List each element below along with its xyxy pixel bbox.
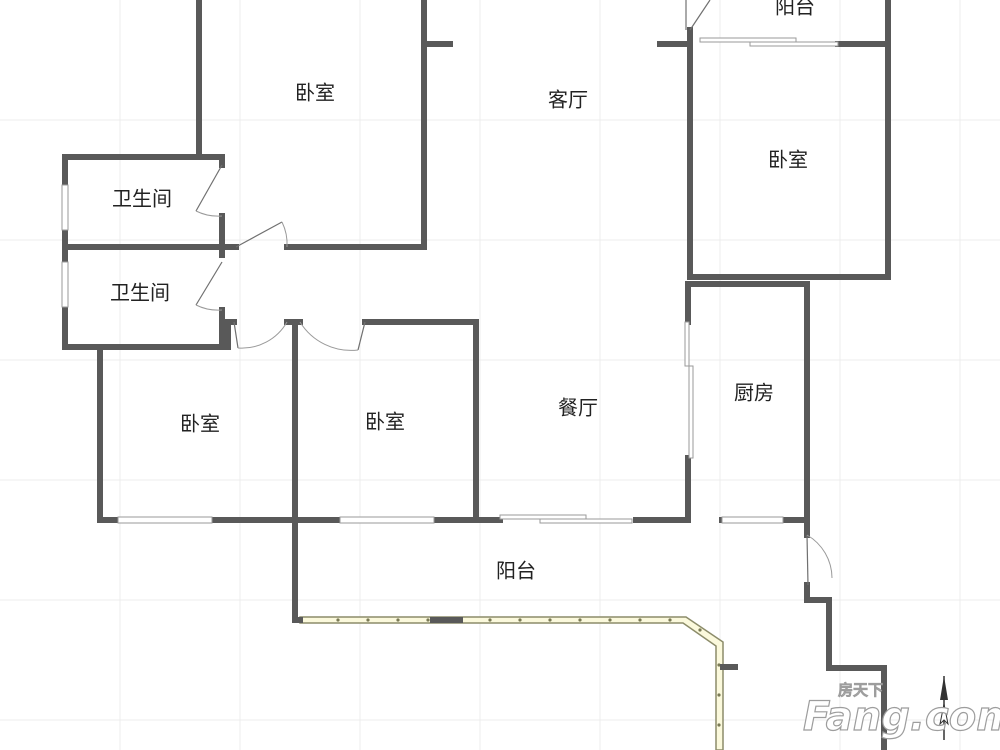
- watermark-brand: Fang.com: [803, 694, 1000, 740]
- north-arrow-icon: [939, 676, 949, 740]
- balcony-railing: [299, 616, 724, 750]
- room-label-dining-room: 餐厅: [558, 396, 598, 420]
- room-label-bathroom-1: 卫生间: [112, 187, 172, 211]
- fang-watermark: 房天下 Fang.com: [802, 681, 1000, 741]
- walls: [62, 0, 891, 750]
- room-label-bedroom-bottom-mid: 卧室: [365, 410, 405, 434]
- room-label-balcony-top: 阳台: [775, 0, 815, 19]
- room-label-bedroom-top: 卧室: [295, 81, 335, 105]
- room-label-bathroom-2: 卫生间: [110, 281, 170, 305]
- watermark-sub: 房天下: [838, 681, 883, 699]
- room-labels: 卧室 客厅 阳台 卧室 卫生间 卫生间 卧室 卧室 餐厅 厨房 阳台: [110, 0, 815, 583]
- room-label-balcony-bottom: 阳台: [496, 559, 536, 583]
- room-label-bedroom-bottom-left: 卧室: [180, 412, 220, 436]
- room-label-living-room: 客厅: [548, 88, 588, 112]
- windows: [61, 37, 839, 524]
- doors: [195, 0, 833, 586]
- room-label-kitchen: 厨房: [734, 381, 774, 405]
- room-label-bedroom-right: 卧室: [768, 148, 808, 172]
